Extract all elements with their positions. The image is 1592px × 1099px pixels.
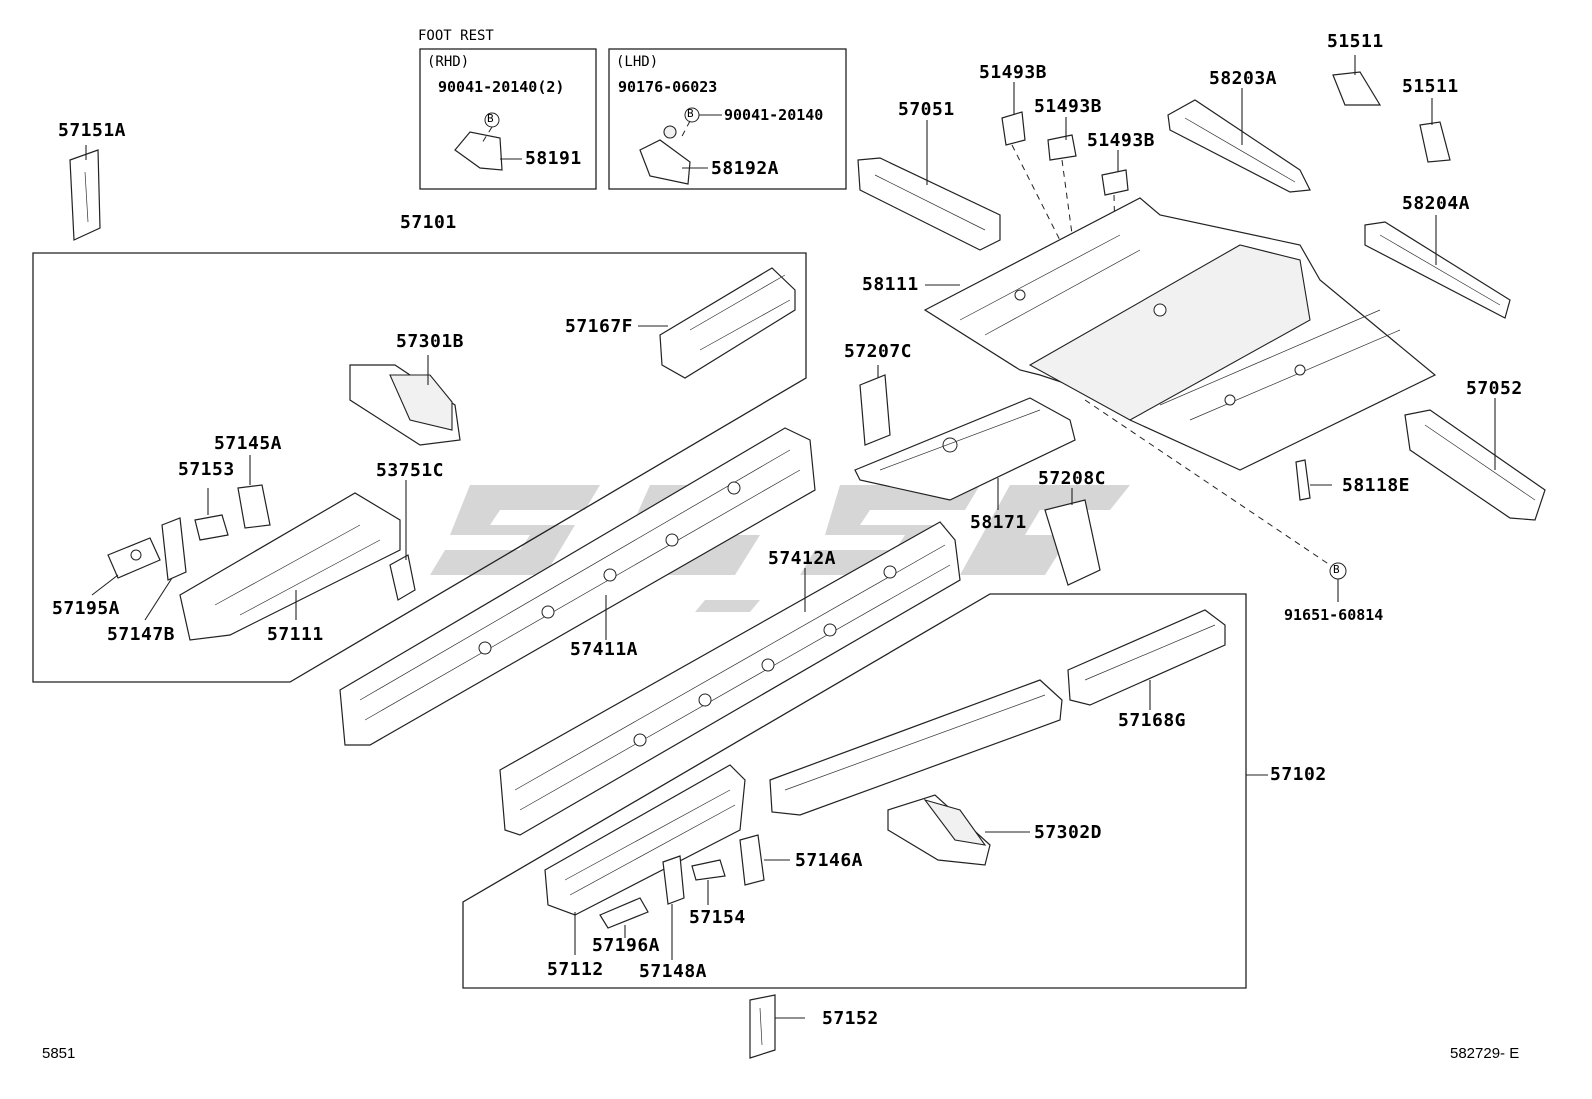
part-57167F-drawing bbox=[638, 267, 796, 379]
part-label-57102[interactable]: 57102 bbox=[1270, 764, 1327, 785]
foot-rest-lhd-box bbox=[608, 48, 847, 190]
part-57152-drawing bbox=[749, 994, 805, 1059]
part-label-57208C[interactable]: 57208C bbox=[1038, 468, 1107, 489]
part-57195A-drawing bbox=[91, 537, 161, 596]
part-label-53751C[interactable]: 53751C bbox=[376, 460, 445, 481]
corner-code-right: 582729- E bbox=[1450, 1045, 1520, 1062]
part-label-57153[interactable]: 57153 bbox=[178, 459, 235, 480]
part-label-58191[interactable]: 58191 bbox=[525, 148, 582, 169]
part-58118E-drawing bbox=[1295, 459, 1332, 501]
part-57207C-drawing bbox=[859, 365, 891, 446]
part-57196A-drawing bbox=[599, 897, 649, 938]
part-label-57148A[interactable]: 57148A bbox=[639, 961, 708, 982]
part-57147B-drawing bbox=[144, 517, 187, 621]
part-57208C-drawing bbox=[1044, 488, 1101, 586]
part-label-57051[interactable]: 57051 bbox=[898, 99, 955, 120]
part-57146A-drawing bbox=[739, 834, 790, 886]
part-91651-drawing bbox=[1329, 562, 1347, 602]
part-57154-drawing bbox=[691, 859, 726, 905]
part-label-57112[interactable]: 57112 bbox=[547, 959, 604, 980]
part-57102-rail-drawing bbox=[769, 679, 1063, 816]
part-label-90041-lhd[interactable]: 90041-20140 bbox=[724, 106, 824, 124]
part-label-57207C[interactable]: 57207C bbox=[844, 341, 913, 362]
part-label-58203A[interactable]: 58203A bbox=[1209, 68, 1278, 89]
part-57411A-drawing bbox=[339, 427, 816, 746]
group-57101-box bbox=[32, 252, 807, 683]
part-label-57412A[interactable]: 57412A bbox=[768, 548, 837, 569]
part-label-51493B-3[interactable]: 51493B bbox=[1087, 130, 1156, 151]
part-label-57101[interactable]: 57101 bbox=[400, 212, 457, 233]
part-57112-drawing bbox=[544, 764, 746, 955]
part-57151A-drawing bbox=[69, 145, 101, 241]
rhd-label: (RHD) bbox=[427, 54, 470, 70]
part-57168G-drawing bbox=[1067, 609, 1226, 710]
part-label-57196A[interactable]: 57196A bbox=[592, 935, 661, 956]
part-51511-drawing bbox=[1332, 55, 1451, 163]
group-57102-box bbox=[462, 593, 1247, 989]
part-label-58171[interactable]: 58171 bbox=[970, 512, 1027, 533]
part-label-57167F[interactable]: 57167F bbox=[565, 316, 634, 337]
b-marker-lhd: B bbox=[687, 107, 694, 120]
part-57153-drawing bbox=[194, 488, 229, 541]
part-label-91651[interactable]: 91651-60814 bbox=[1284, 606, 1384, 624]
part-57052-drawing bbox=[1404, 398, 1546, 521]
part-label-57052[interactable]: 57052 bbox=[1466, 378, 1523, 399]
lhd-label: (LHD) bbox=[616, 54, 659, 70]
part-51493B-drawing bbox=[1001, 82, 1129, 331]
part-label-57168G[interactable]: 57168G bbox=[1118, 710, 1187, 731]
part-label-57301B[interactable]: 57301B bbox=[396, 331, 465, 352]
part-label-90041-rhd[interactable]: 90041-20140(2) bbox=[438, 78, 565, 96]
part-57301B-drawing bbox=[349, 355, 461, 446]
part-57145A-drawing bbox=[237, 455, 271, 529]
b-marker-rhd: B bbox=[487, 112, 494, 125]
part-label-57411A[interactable]: 57411A bbox=[570, 639, 639, 660]
part-58203A-drawing bbox=[1167, 88, 1311, 193]
part-label-57145A[interactable]: 57145A bbox=[214, 433, 283, 454]
part-label-58111[interactable]: 58111 bbox=[862, 274, 919, 295]
part-57111-drawing bbox=[179, 492, 401, 641]
part-label-57154[interactable]: 57154 bbox=[689, 907, 746, 928]
part-58171-drawing bbox=[854, 397, 1076, 510]
part-label-51511-1[interactable]: 51511 bbox=[1327, 31, 1384, 52]
part-label-57195A[interactable]: 57195A bbox=[52, 598, 121, 619]
part-57302D-drawing bbox=[887, 794, 1030, 866]
foot-rest-title: FOOT REST bbox=[418, 28, 494, 44]
part-label-57147B[interactable]: 57147B bbox=[107, 624, 176, 645]
part-58111-drawing bbox=[923, 197, 1437, 566]
part-57412A-drawing bbox=[499, 521, 961, 836]
b-marker-floor: B bbox=[1333, 563, 1340, 576]
part-57051-drawing bbox=[857, 120, 1001, 251]
corner-code-left: 5851 bbox=[42, 1045, 76, 1062]
part-label-57146A[interactable]: 57146A bbox=[795, 850, 864, 871]
part-57148A-drawing bbox=[662, 855, 685, 960]
part-58192A-drawing bbox=[639, 107, 722, 185]
part-58191-drawing bbox=[454, 112, 522, 171]
foot-rest-rhd-box bbox=[419, 48, 597, 190]
part-53751C-drawing bbox=[389, 480, 416, 601]
part-label-90176[interactable]: 90176-06023 bbox=[618, 78, 718, 96]
part-label-57151A[interactable]: 57151A bbox=[58, 120, 127, 141]
part-label-51511-2[interactable]: 51511 bbox=[1402, 76, 1459, 97]
part-label-58204A[interactable]: 58204A bbox=[1402, 193, 1471, 214]
part-label-57111[interactable]: 57111 bbox=[267, 624, 324, 645]
part-label-57302D[interactable]: 57302D bbox=[1034, 822, 1103, 843]
part-label-51493B-1[interactable]: 51493B bbox=[979, 62, 1048, 83]
part-label-58118E[interactable]: 58118E bbox=[1342, 475, 1411, 496]
part-label-58192A[interactable]: 58192A bbox=[711, 158, 780, 179]
part-label-51493B-2[interactable]: 51493B bbox=[1034, 96, 1103, 117]
part-58204A-drawing bbox=[1364, 215, 1511, 319]
part-label-57152[interactable]: 57152 bbox=[822, 1008, 879, 1029]
